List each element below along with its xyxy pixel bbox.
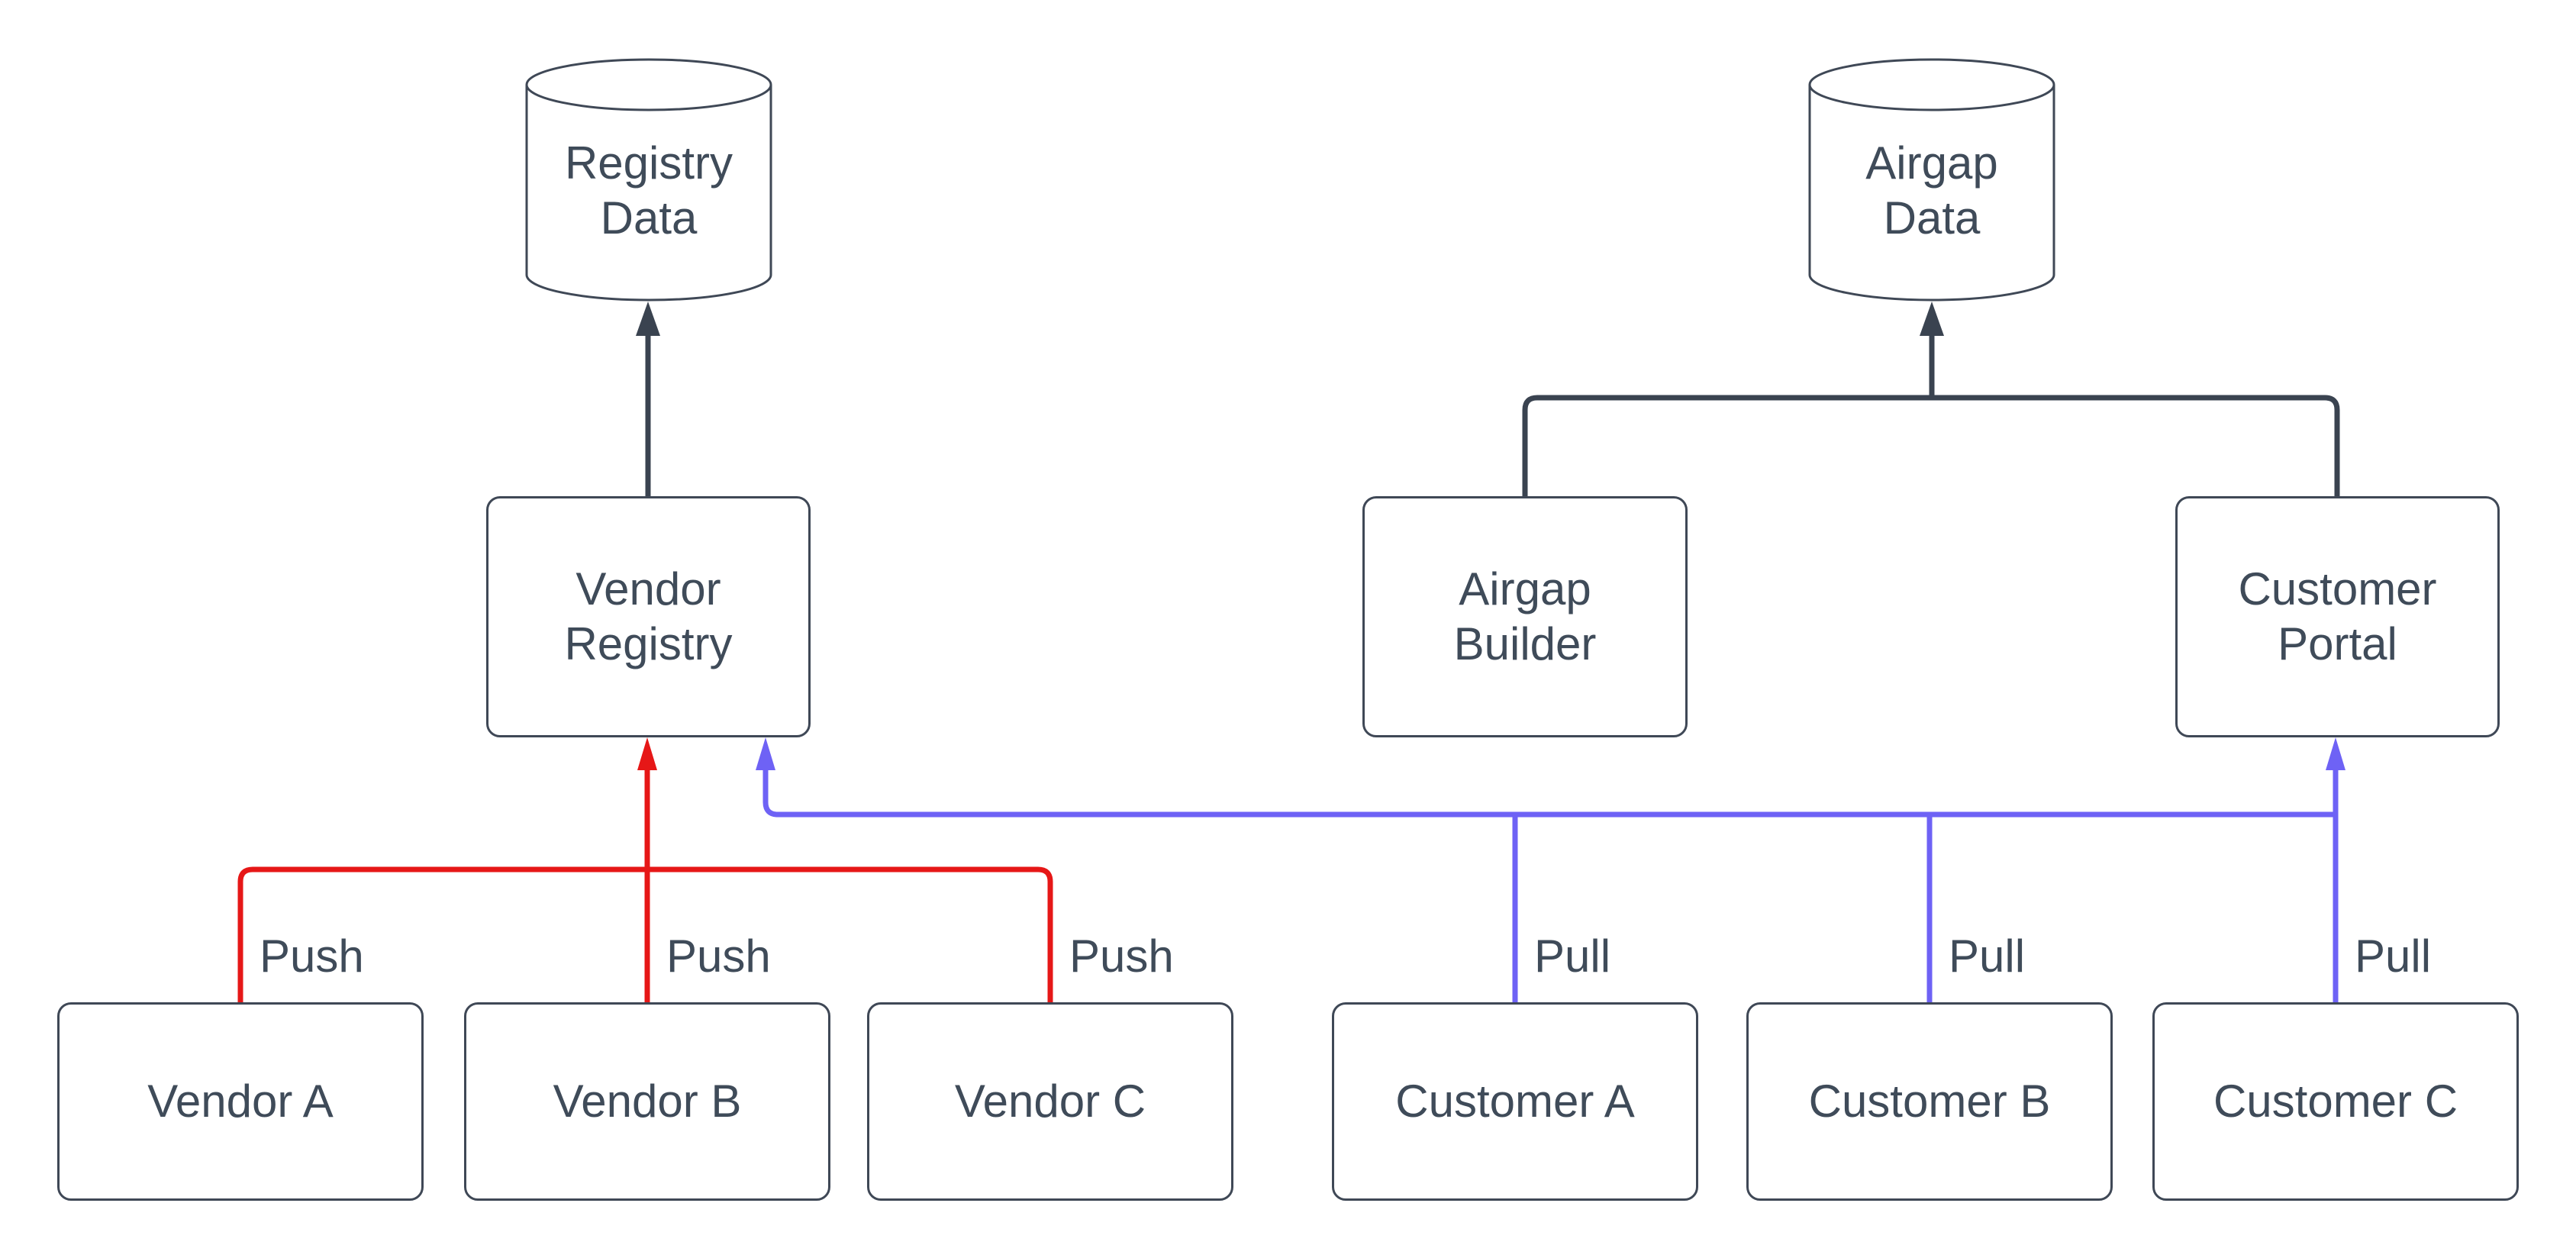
node-airgap-builder: Airgap Builder [1362, 496, 1688, 737]
edge-label-pull-customer-c: Pull [2355, 931, 2432, 982]
edge-label-push-vendor-c: Push [1069, 931, 1174, 982]
datastore-registry-data: Registry Data [564, 137, 733, 244]
edge-label-pull-customer-a: Pull [1534, 931, 1611, 982]
node-customer-portal: Customer Portal [2175, 496, 2500, 737]
node-vendor-a: Vendor A [57, 1002, 424, 1201]
datastore-airgap-data: Airgap Data [1865, 137, 1998, 244]
node-vendor-b: Vendor B [464, 1002, 830, 1201]
edge-label-pull-customer-b: Pull [1949, 931, 2026, 982]
edge-label-push-vendor-b: Push [666, 931, 771, 982]
airgap-data-cylinder [1808, 58, 2055, 302]
node-vendor-registry: Vendor Registry [486, 496, 811, 737]
arrowhead-registry-data [636, 302, 660, 336]
database-cylinder-shape [525, 85, 772, 302]
database-cylinder-shape [1808, 85, 2055, 302]
arrowhead-airgap-data [1920, 302, 1944, 336]
database-cylinder-top [525, 58, 772, 111]
node-customer-a: Customer A [1332, 1002, 1698, 1201]
arrowhead-pull-vendor-registry [756, 737, 775, 770]
arrowhead-push-vendor-registry [637, 737, 657, 770]
node-vendor-c: Vendor C [867, 1002, 1233, 1201]
database-cylinder-top [1808, 58, 2055, 111]
node-customer-c: Customer C [2152, 1002, 2519, 1201]
edge-label-push-vendor-a: Push [260, 931, 364, 982]
edge-pull-manifold-to-vendor-registry [762, 769, 2336, 818]
registry-data-cylinder [525, 58, 772, 302]
edge-builder-portal-manifold [1522, 395, 2340, 496]
node-customer-b: Customer B [1746, 1002, 2113, 1201]
arrowhead-pull-customer-portal [2326, 737, 2345, 770]
